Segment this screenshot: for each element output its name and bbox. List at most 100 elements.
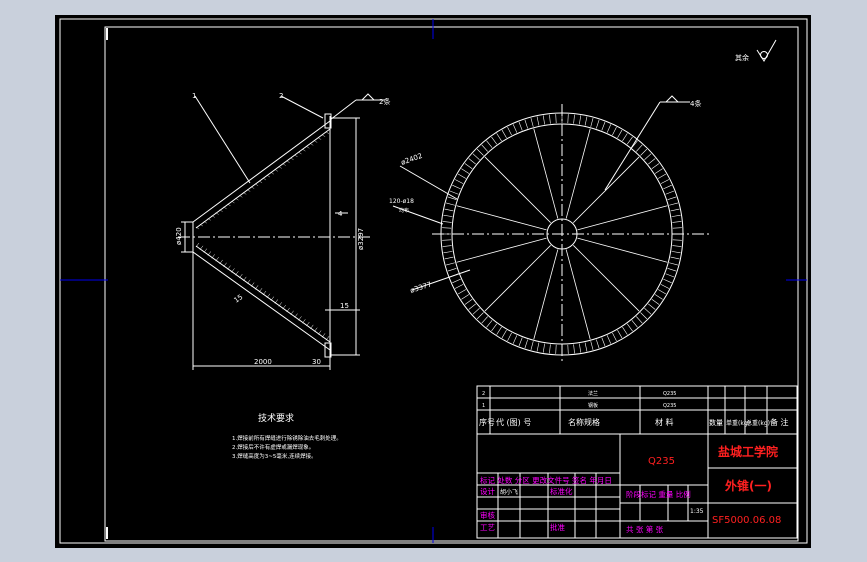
hatch-line: [262, 290, 267, 296]
hatch-line: [321, 333, 326, 338]
cone-outer-top: [192, 120, 331, 223]
dim-d3297-text: ø3297: [357, 228, 365, 250]
bolt-hole: [468, 303, 476, 310]
bolt-hole: [660, 179, 670, 184]
bolt-hole: [654, 168, 663, 174]
title-sheet-row: 共 张 第 张: [626, 524, 664, 534]
title-check-label: 审核: [480, 510, 495, 520]
bolt-hole: [443, 214, 453, 217]
bolt-hole: [663, 184, 672, 190]
bolt-hole: [447, 196, 457, 200]
weld-seam-line: [573, 156, 640, 223]
hatch-line: [274, 169, 278, 172]
dim-d420-text: ø420: [175, 227, 183, 245]
title-frame: [476, 433, 798, 539]
bolt-hole: [536, 116, 540, 126]
bom-row-2-material: Q235: [663, 403, 676, 409]
hatch-line: [247, 279, 251, 284]
bolt-hole: [584, 342, 588, 352]
cone-inner-top: [195, 128, 331, 229]
bolt-hole: [447, 268, 457, 272]
corner-mark-bl: [106, 527, 108, 539]
weld-seam-line: [573, 245, 640, 312]
hatch-line: [223, 262, 227, 267]
hatch-line: [258, 180, 263, 184]
bom-header-no: 序号: [479, 417, 495, 427]
title-school: 盐城工学院: [718, 444, 778, 459]
bolt-hole: [631, 320, 638, 328]
dim-15-text: 15: [340, 302, 349, 310]
title-design-label: 设计: [480, 486, 495, 496]
top-weld-symbol: [665, 95, 679, 103]
hatch-line: [243, 276, 247, 282]
bolt-hole: [573, 114, 575, 124]
bolt-hole: [636, 144, 643, 152]
hatch-line: [215, 212, 219, 215]
bom-header-name: 名称规格: [568, 417, 600, 427]
weld-seam-line: [484, 156, 551, 223]
hatch-line: [266, 293, 271, 298]
hatch-line: [219, 259, 223, 265]
bolt-hole: [671, 251, 681, 254]
bolt-hole: [667, 196, 677, 200]
bolt-hole: [524, 119, 528, 129]
title-rev-row: 标记 处数 分区 更改文件号 签名 年月日: [480, 475, 612, 485]
bom-header-total-wt: 总重(kg): [746, 419, 770, 427]
title-standard-label: 标准化: [550, 486, 573, 496]
bolt-hole: [596, 119, 600, 129]
bolt-hole: [457, 173, 467, 179]
hatch-line: [298, 316, 302, 321]
hatch-line: [306, 146, 310, 149]
bolt-hole: [644, 153, 652, 160]
bolt-hole: [606, 335, 612, 344]
bolt-hole: [468, 158, 476, 165]
bolt-hole: [671, 214, 681, 217]
bolt-hole: [512, 124, 518, 133]
weld-seam-line: [565, 249, 591, 340]
weld-seam-line: [577, 237, 668, 263]
bolt-hole: [672, 221, 682, 223]
bolt-hole: [472, 308, 480, 315]
hatch-line: [302, 319, 306, 324]
hatch-line: [282, 163, 286, 166]
title-material: Q235: [648, 456, 675, 467]
side-weld-note: 2条: [379, 97, 390, 106]
bolt-hole: [584, 116, 588, 126]
hatch-line: [318, 137, 322, 140]
bolt-hole: [651, 299, 660, 305]
tech-req-title: 技术要求: [258, 412, 294, 424]
bolt-hole: [665, 190, 675, 195]
bolt-hole: [549, 344, 551, 354]
hatch-line: [294, 313, 298, 318]
hatch-line: [306, 321, 310, 327]
bom-header-unit-wt: 单重(kg): [726, 419, 750, 427]
hatch-line: [239, 273, 243, 279]
weld-seam-line: [565, 128, 591, 219]
bolt-hole: [640, 148, 648, 156]
leader-2-line: [280, 95, 324, 119]
bolt-hole: [648, 158, 656, 165]
cone-outer-bottom: [192, 251, 331, 351]
bolt-hole: [530, 341, 534, 350]
hatch-line: [211, 254, 215, 259]
hatch-line: [314, 327, 318, 332]
bom-header-code: 代 (图) 号: [496, 417, 531, 427]
hatch-line: [282, 304, 286, 310]
bom-row-1-no: 2: [482, 391, 485, 397]
hatch-line: [203, 221, 207, 224]
bolt-hole: [524, 339, 528, 349]
bolt-hole: [636, 316, 643, 324]
title-process-label: 工艺: [480, 523, 495, 532]
bolt-hole: [590, 118, 594, 127]
bom-header-material: 材 料: [655, 417, 674, 427]
bolt-hole: [542, 115, 545, 125]
hatch-line: [195, 242, 200, 248]
bolt-hole: [461, 294, 470, 300]
hatch-line: [227, 265, 231, 270]
bolt-hole: [461, 168, 470, 174]
bolt-hole: [627, 136, 633, 145]
flange-bottom: [324, 342, 332, 358]
bolt-hole: [596, 339, 600, 349]
hatch-line: [325, 131, 330, 135]
